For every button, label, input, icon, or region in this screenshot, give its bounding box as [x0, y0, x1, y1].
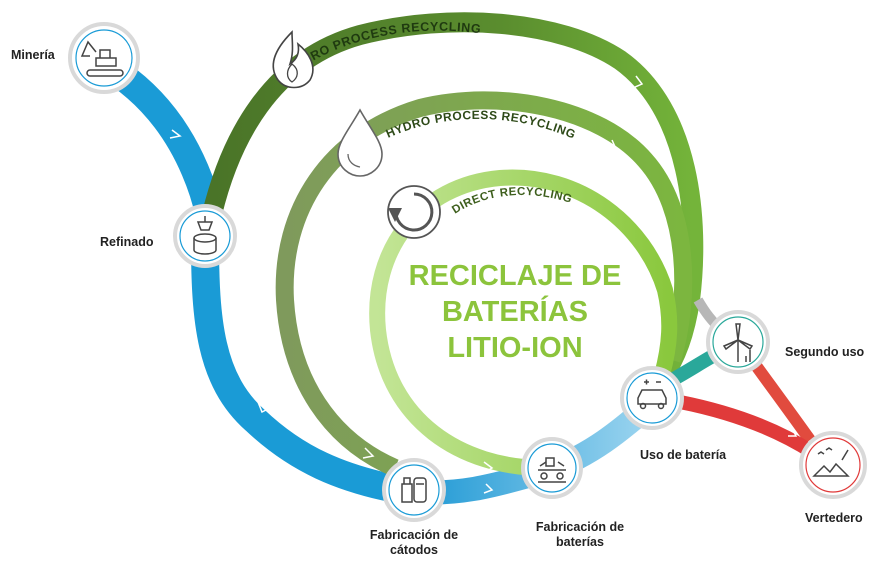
mining-node — [68, 22, 140, 94]
supply-chain-chevron — [169, 129, 182, 139]
supply-chain-lower-band — [191, 239, 415, 506]
supply-chain-chevron — [257, 401, 271, 414]
battery-use-label: Uso de batería — [640, 448, 727, 462]
circular-arrow-icon — [387, 185, 441, 239]
landfill-node — [799, 431, 867, 499]
battery-mfg-label-line-2: baterías — [556, 535, 604, 549]
electric-car-icon — [637, 379, 667, 410]
battery-use-node — [620, 366, 684, 430]
direct-arc — [369, 169, 678, 476]
pyro-chevron — [632, 75, 644, 89]
refinery-bucket-icon — [193, 216, 217, 255]
excavator-icon — [80, 40, 124, 77]
refining-node — [173, 204, 237, 268]
flame-icon — [272, 30, 314, 89]
landfill-label: Vertedero — [805, 511, 863, 525]
refining-label: Refinado — [100, 235, 154, 249]
title-line-1: RECICLAJE DE — [408, 260, 622, 292]
cathode-label-line-2: cátodos — [390, 543, 438, 557]
battery-mfg-label-line-1: Fabricación de — [535, 520, 625, 534]
supply-chain-chevron — [483, 483, 494, 494]
mining-label: Minería — [11, 48, 55, 62]
hydro-chevron — [606, 139, 618, 152]
cathode-label: Fabricación de cátodos — [352, 528, 476, 558]
second-use-label: Segundo uso — [785, 345, 865, 359]
direct-chevron — [483, 461, 494, 474]
center-title: RECICLAJE DE BATERÍAS LITIO-ION — [395, 258, 635, 366]
title-line-2: BATERÍAS — [441, 296, 589, 328]
battery-mfg-label: Fabricación de baterías — [518, 520, 642, 550]
water-drop-icon — [337, 108, 383, 177]
cathode-node — [382, 458, 446, 522]
landfill-chevron — [788, 427, 798, 437]
wind-turbine-icon — [722, 323, 754, 362]
to-landfill-band — [678, 395, 816, 458]
factory-tank-icon — [401, 477, 427, 503]
hydro-arc — [275, 91, 693, 477]
battery-mfg-node — [521, 437, 583, 499]
pyro-label: PYRO PROCESS RECYCLING — [292, 20, 482, 73]
second-use-node — [706, 310, 770, 374]
conveyor-icon — [538, 457, 566, 483]
cathode-label-line-1: Fabricación de — [369, 528, 459, 542]
landfill-icon — [812, 447, 850, 477]
title-line-3: LITIO-ION — [447, 332, 583, 364]
hydro-chevron — [362, 447, 375, 459]
